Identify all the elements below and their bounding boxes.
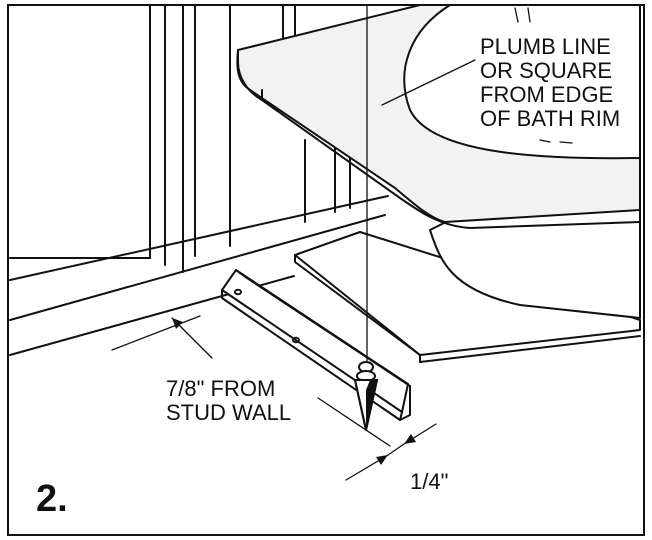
plumb-label-leader bbox=[381, 59, 476, 106]
stud-wall-label-line-2: STUD WALL bbox=[166, 400, 291, 425]
plumb-label-line-4: OF BATH RIM bbox=[480, 106, 620, 131]
plumb-label-line-2: OR SQUARE bbox=[480, 58, 612, 83]
step-number: 2. bbox=[36, 478, 68, 520]
quarter-inch-dimension bbox=[317, 397, 437, 481]
stud-wall-label-line-1: 7/8" FROM bbox=[166, 376, 275, 401]
stud-wall-framing bbox=[9, 4, 389, 356]
plumb-label-line-3: FROM EDGE bbox=[480, 82, 613, 107]
quarter-inch-label: 1/4" bbox=[410, 469, 448, 494]
stud-wall-arrow bbox=[171, 317, 213, 359]
frame-border bbox=[7, 4, 645, 536]
bath-tub bbox=[236, 4, 641, 363]
plumb-bob bbox=[354, 4, 378, 431]
plumb-label-line-1: PLUMB LINE bbox=[480, 34, 611, 59]
